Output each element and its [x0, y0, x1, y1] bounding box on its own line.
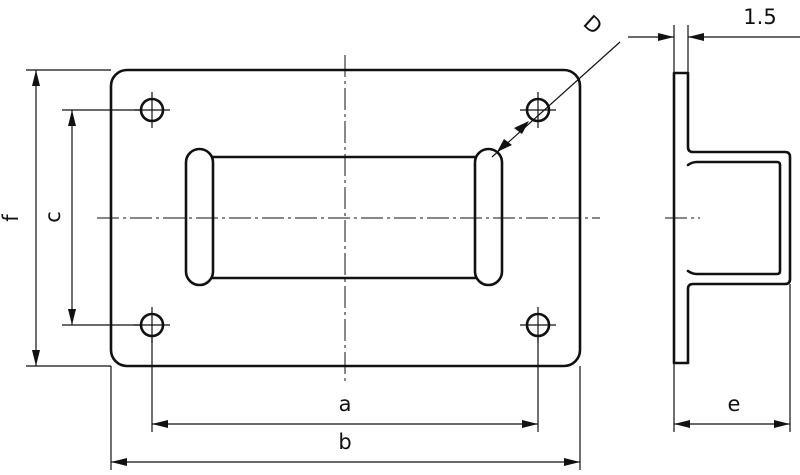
side-handle-inner — [686, 160, 782, 276]
dimension-b: b — [110, 366, 581, 470]
mounting-hole-top-right — [520, 92, 556, 128]
dim-label-e: e — [728, 392, 741, 416]
side-plate-outline — [672, 71, 792, 365]
dimension-e: e — [673, 284, 791, 432]
front-view — [97, 55, 600, 385]
dim-label-b: b — [338, 430, 351, 454]
dimension-a: a — [151, 337, 539, 432]
side-view — [665, 71, 792, 365]
dimension-f: f — [0, 69, 111, 367]
dim-label-f: f — [0, 214, 23, 222]
handle-bar — [184, 147, 504, 287]
dimension-thickness: 1.5 — [628, 5, 800, 73]
dim-label-D: D — [579, 10, 607, 39]
dim-label-thickness: 1.5 — [743, 5, 776, 29]
dim-label-c: c — [41, 211, 65, 223]
dimension-c: c — [41, 109, 140, 326]
dim-label-a: a — [339, 392, 352, 416]
dimension-D: D — [491, 10, 621, 158]
